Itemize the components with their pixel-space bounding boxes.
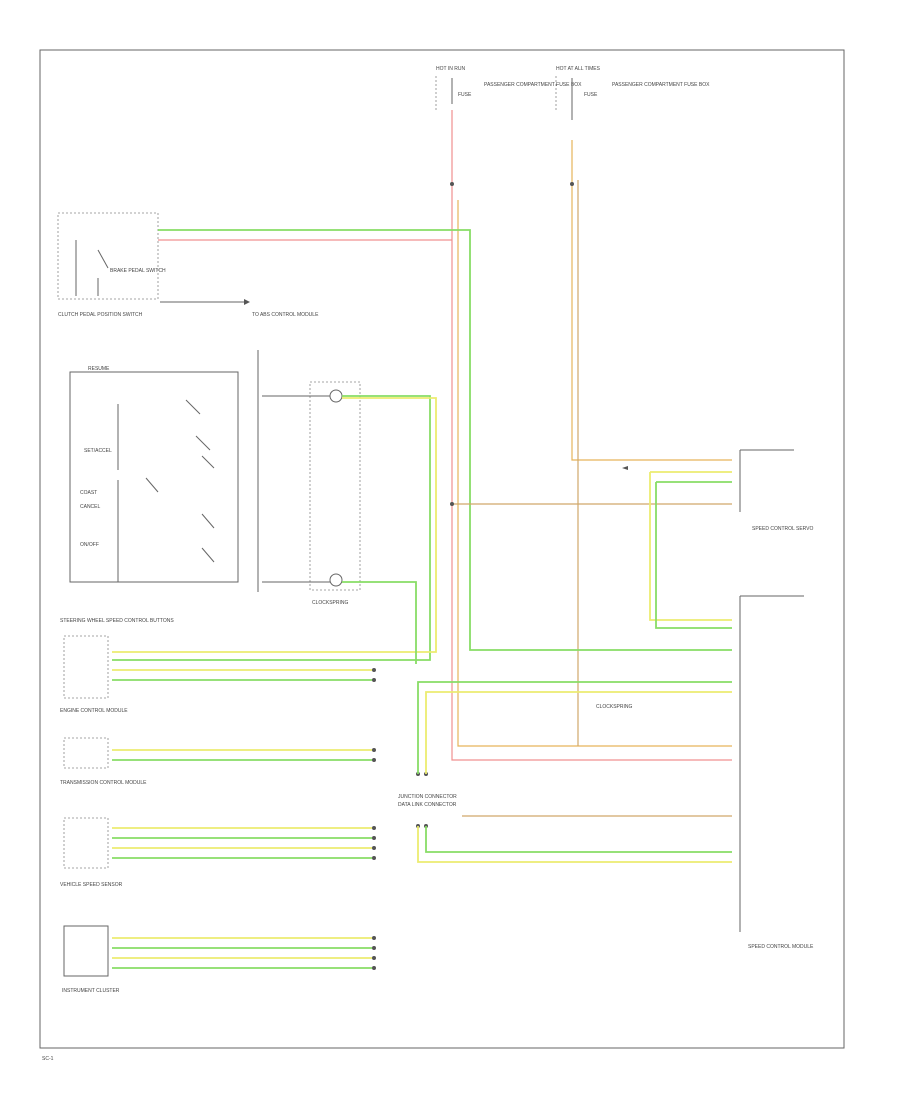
engine-module-block: ENGINE CONTROL MODULE — [60, 635, 128, 714]
transmission-module-block: TRANSMISSION CONTROL MODULE — [60, 737, 147, 786]
instrument-cluster-block: INSTRUMENT CLUSTER — [62, 925, 120, 994]
set-accel-label: SET/ACCEL — [84, 448, 112, 454]
wire-green-clock2 — [342, 581, 417, 664]
junction-block: JUNCTION CONNECTOR DATA LINK CONNECTOR — [398, 772, 457, 828]
hot-at-all-times-label: HOT AT ALL TIMES — [556, 66, 601, 72]
cancel-label: CANCEL — [80, 504, 101, 510]
wire-red-feed — [451, 110, 732, 761]
clockspring-label: CLOCKSPRING — [312, 600, 349, 606]
speed-control-module: SPEED CONTROL MODULE — [739, 595, 814, 950]
brake-switch-block: BRAKE PEDAL SWITCH CLUTCH PEDAL POSITION… — [57, 212, 166, 318]
vss-label: VEHICLE SPEED SENSOR — [60, 882, 123, 888]
wire-servo-g-down — [655, 482, 732, 629]
servo-label: SPEED CONTROL SERVO — [752, 526, 814, 532]
module-note-label: CLOCKSPRING — [596, 704, 633, 710]
wire-orange-right — [571, 140, 732, 461]
steering-buttons-label: STEERING WHEEL SPEED CONTROL BUTTONS — [60, 618, 174, 624]
steering-switch-block: RESUME SET/ACCEL COAST CANCEL ON/OFF — [69, 366, 239, 583]
fuse-right-label: FUSE — [584, 92, 598, 98]
power-source-left: HOT IN RUN FUSE PASSENGER COMPARTMENT FU… — [435, 66, 582, 110]
on-off-label: ON/OFF — [80, 542, 99, 548]
right-panel-note: PASSENGER COMPARTMENT FUSE BOX — [612, 82, 710, 88]
brake-switch-label: CLUTCH PEDAL POSITION SWITCH — [58, 312, 143, 318]
diagram-frame — [39, 49, 845, 1049]
wire-g-junction1 — [417, 681, 732, 774]
junction-label: JUNCTION CONNECTOR — [398, 794, 457, 800]
wire-y-junction1 — [425, 691, 732, 774]
brake-pedal-label: BRAKE PEDAL SWITCH — [110, 268, 166, 274]
module-label: SPEED CONTROL MODULE — [748, 944, 814, 950]
wire-orange-feed — [457, 200, 732, 747]
fuse-left-label: FUSE — [458, 92, 472, 98]
footer-label: SC-1 — [42, 1056, 54, 1062]
resume-label: RESUME — [88, 366, 110, 372]
clockspring: CLOCKSPRING — [257, 350, 361, 606]
wire-yellow-clock — [112, 397, 437, 653]
wire-y-junction2 — [417, 826, 732, 863]
coast-label: COAST — [80, 490, 97, 496]
power-source-right: HOT AT ALL TIMES FUSE PASSENGER COMPARTM… — [555, 66, 710, 120]
wire-g-junction2 — [425, 826, 732, 853]
vss-block: VEHICLE SPEED SENSOR — [60, 817, 123, 888]
wire-green-clock — [112, 395, 431, 661]
wire-servo-y-down — [649, 472, 732, 621]
transmission-module-label: TRANSMISSION CONTROL MODULE — [60, 780, 147, 786]
engine-module-label: ENGINE CONTROL MODULE — [60, 708, 128, 714]
to-abs-label: TO ABS CONTROL MODULE — [252, 312, 319, 318]
wire-green-brake — [158, 229, 732, 651]
data-link-label: DATA LINK CONNECTOR — [398, 802, 457, 808]
servo-connector: SPEED CONTROL SERVO — [739, 449, 814, 532]
instrument-cluster-label: INSTRUMENT CLUSTER — [62, 988, 120, 994]
left-panel-note: PASSENGER COMPARTMENT FUSE BOX — [484, 82, 582, 88]
hot-in-run-label: HOT IN RUN — [436, 66, 465, 72]
